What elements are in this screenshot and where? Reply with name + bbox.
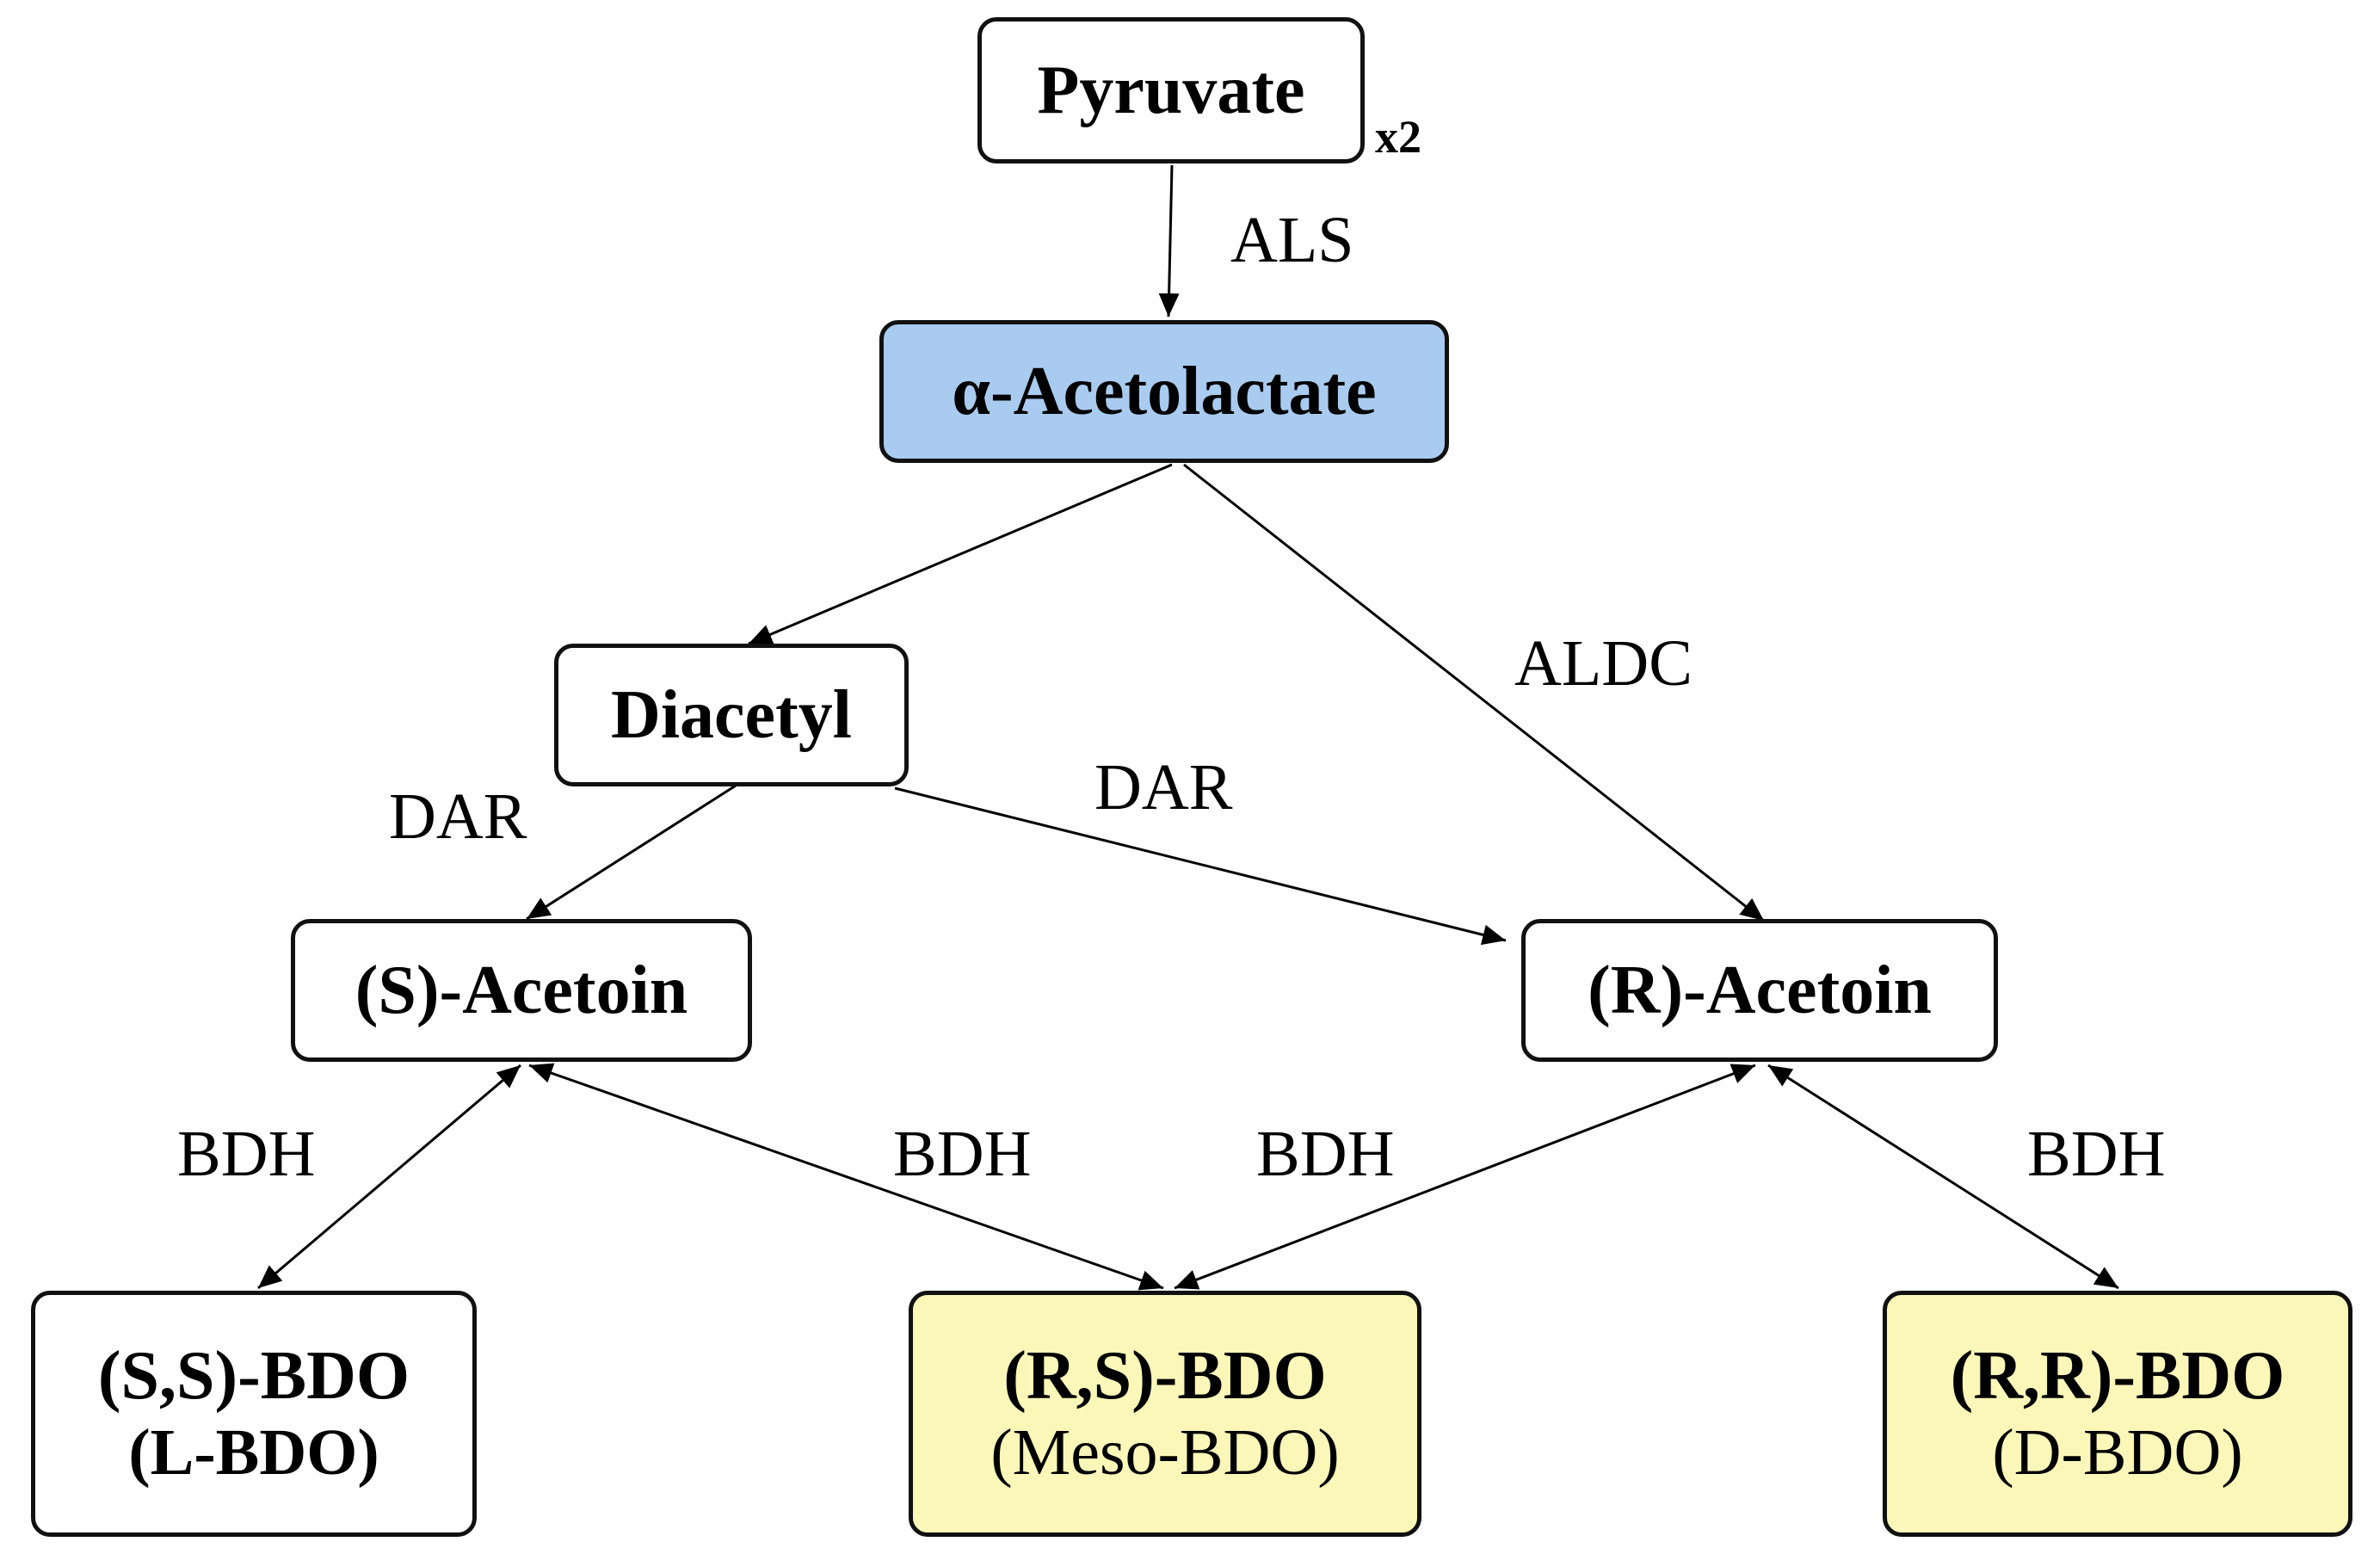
pyruvate-multiplier: x2 — [1375, 111, 1421, 163]
node-rr-bdo: (R,R)-BDO (D-BDO) — [1883, 1291, 2352, 1537]
enzyme-label-dar-left: DAR — [389, 780, 527, 853]
node-pyruvate: Pyruvate — [977, 17, 1365, 163]
node-pyruvate-label: Pyruvate — [1037, 52, 1305, 128]
enzyme-label-bdh-3: BDH — [1256, 1118, 1395, 1190]
arrow-s-acetoin-ss-bdo — [257, 1064, 521, 1290]
enzyme-label-bdh-1: BDH — [177, 1118, 316, 1190]
node-ss-bdo-sublabel: (L-BDO) — [128, 1416, 379, 1489]
enzyme-label-bdh-2: BDH — [893, 1118, 1032, 1190]
arrow-diacetyl-to-s-acetoin — [526, 784, 737, 921]
arrow-diacetyl-to-r-acetoin — [894, 786, 1507, 946]
node-s-acetoin: (S)-Acetoin — [291, 919, 752, 1062]
node-rr-bdo-label: (R,R)-BDO — [1950, 1338, 2285, 1415]
node-acetolactate-label: α-Acetolactate — [952, 354, 1377, 429]
arrow-acetolactate-to-r-acetoin — [1183, 463, 1765, 922]
node-rs-bdo: (R,S)-BDO (Meso-BDO) — [909, 1291, 1421, 1537]
node-r-acetoin: (R)-Acetoin — [1521, 919, 1998, 1062]
node-rs-bdo-label: (R,S)-BDO — [1003, 1338, 1327, 1415]
arrow-acetolactate-to-diacetyl — [748, 463, 1173, 645]
node-ss-bdo: (S,S)-BDO (L-BDO) — [31, 1291, 477, 1537]
node-diacetyl: Diacetyl — [554, 644, 909, 786]
arrow-r-acetoin-rs-bdo — [1174, 1064, 1756, 1290]
arrow-s-acetoin-rs-bdo — [528, 1063, 1164, 1291]
enzyme-label-aldc: ALDC — [1514, 627, 1693, 700]
enzyme-label-als: ALS — [1230, 204, 1354, 276]
node-r-acetoin-label: (R)-Acetoin — [1588, 953, 1932, 1028]
node-ss-bdo-label: (S,S)-BDO — [97, 1338, 410, 1415]
arrow-r-acetoin-rr-bdo — [1767, 1064, 2119, 1290]
enzyme-label-dar-right: DAR — [1094, 751, 1233, 823]
arrow-pyruvate-to-acetolactate — [1158, 164, 1180, 318]
node-rs-bdo-sublabel: (Meso-BDO) — [990, 1416, 1340, 1489]
node-s-acetoin-label: (S)-Acetoin — [355, 953, 688, 1028]
node-acetolactate: α-Acetolactate — [879, 320, 1449, 463]
node-rr-bdo-sublabel: (D-BDO) — [1992, 1416, 2243, 1489]
enzyme-label-bdh-4: BDH — [2027, 1118, 2166, 1190]
node-diacetyl-label: Diacetyl — [611, 677, 852, 753]
